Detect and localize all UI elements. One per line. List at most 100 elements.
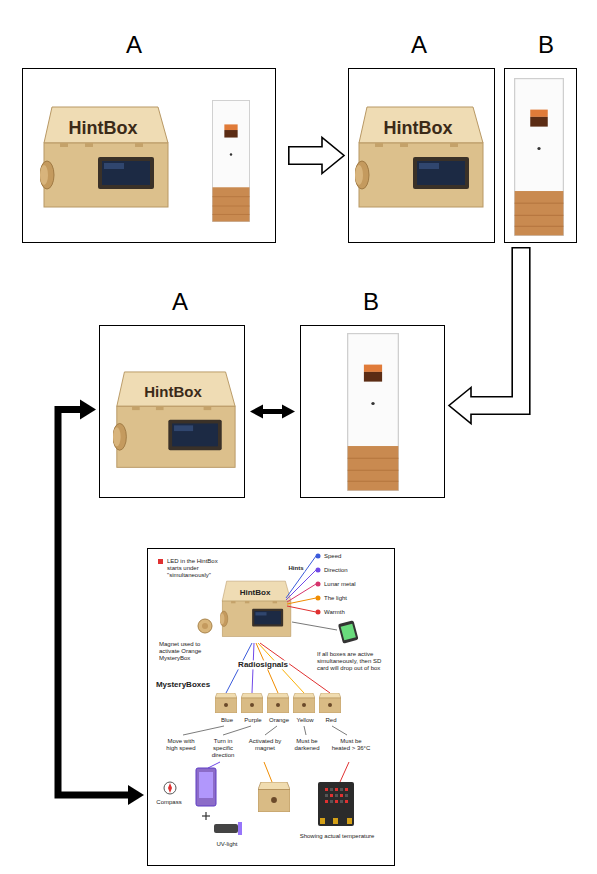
arrow-head [322,138,344,174]
image-frame: B [300,325,445,498]
text-label: Magnet used to activate Orange MysteryBo… [159,641,219,662]
text-label: Lunar metal [324,581,356,588]
text-label: Orange [269,717,289,724]
hintbox-picture [113,372,235,467]
text-label: Purple [244,717,261,724]
tablet-screen [341,624,356,641]
text-label: The light [324,595,347,602]
hint-dot [316,610,321,615]
led [345,794,348,797]
text-label: Move with high speed [162,738,200,752]
text-label: Warmth [324,609,345,616]
arrow-shaft [262,409,283,414]
text-label: If all boxes are active simultaneously, … [317,651,391,672]
tablet-body [338,620,359,643]
panel-label: B [363,288,379,316]
text-label: UV-light [216,841,237,848]
text-label: Must be heated > 36°C [331,738,371,752]
hollow-arrow [288,138,344,174]
uv-light-body [214,824,238,833]
led [325,788,328,791]
text-label: HintBox [384,118,453,139]
arrow-head [250,405,263,419]
text-label: Showing actual temperature [297,833,377,840]
text-label: HintBox [240,588,271,597]
arrow-shaft [58,410,129,796]
bracket-arrow [58,400,144,806]
panel-picture [212,100,249,221]
plus-sign [205,812,206,820]
led [340,794,343,797]
led-marker [158,559,163,564]
panel-label: A [126,31,142,59]
magnet-core [202,623,208,629]
microbit-leds [325,788,348,803]
arrow-head [449,388,471,424]
led [340,788,343,791]
text-label: Blue [221,717,233,724]
text-label: Turn in specific direction [204,738,242,759]
leader-line [265,726,277,735]
led [330,800,333,803]
microbit-pad [320,818,325,824]
arrow-fill [290,148,324,164]
infographic-frame: LED in the HintBox starts under "simulta… [147,548,395,866]
text-label: Activated by magnet [246,738,284,752]
mysterybox-picture [241,693,263,713]
text-label: Radiosignals [237,660,289,669]
led [340,800,343,803]
hintbox-picture [355,107,483,207]
image-frame: B [504,68,577,243]
mysterybox-picture [215,693,237,713]
hint-line [286,570,316,600]
text-label: HintBox [144,383,202,400]
led [335,794,338,797]
text-label: Must be darkened [288,738,326,752]
microbit-pad [347,818,352,824]
microbit-pad [333,818,338,824]
leader-line [183,726,224,735]
image-frame: AHintBox [22,68,276,243]
panel-picture [515,79,564,236]
text-label: Red [325,717,336,724]
microbit-board [318,782,354,826]
arrow-fill [469,249,521,406]
text-label: Compass [156,799,181,806]
hint-line [286,556,316,598]
text-label: Yellow [296,717,313,724]
compass-icon [164,782,176,794]
phone-block [196,768,216,806]
leader-line [304,726,306,735]
tablet-icon [338,620,359,643]
magnet-icon [198,619,212,633]
text-label: HintBox [69,118,138,139]
device-line [208,762,220,768]
hint-dot [316,596,321,601]
text-label: Speed [324,553,341,560]
mysterybox-picture [258,782,290,812]
device-line [340,762,349,782]
hollow-arrow [449,247,521,424]
phone-screen [199,772,213,798]
leader-line [223,726,251,735]
led [325,800,328,803]
mini-infographic [158,554,359,836]
hint-dot [316,568,321,573]
image-frame: AHintBox [348,68,495,243]
uv-light-lens [238,822,242,835]
arrow-head [282,405,295,419]
led [345,800,348,803]
tablet-line [292,622,337,630]
hint-line [287,606,316,612]
text-label: LED in the HintBox starts under "simulta… [167,558,227,579]
text-label: Hints [288,565,305,572]
mysterybox-picture [267,693,289,713]
hint-dot [316,582,321,587]
panel-label: A [411,31,427,59]
arrow-head [80,400,96,420]
led [335,788,338,791]
led [330,794,333,797]
double-arrow [250,405,295,419]
panel-label: A [172,288,188,316]
leader-line [332,726,347,735]
